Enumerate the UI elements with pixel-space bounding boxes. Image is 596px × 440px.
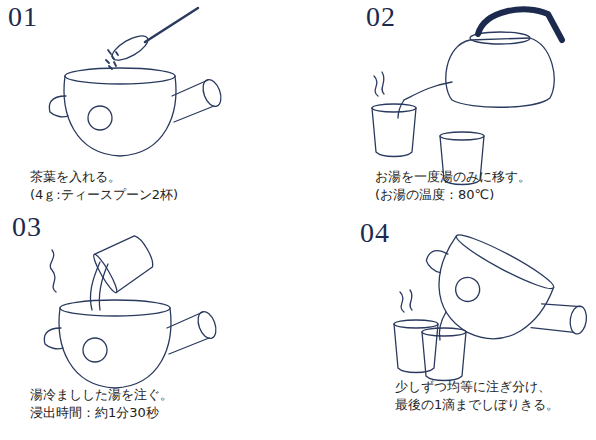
steam-3 bbox=[50, 250, 56, 292]
step-caption: (お湯の温度：80℃) bbox=[375, 186, 494, 203]
step-number: 01 bbox=[8, 2, 38, 32]
cup-4a bbox=[394, 320, 438, 373]
step-caption: (4ｇ:ティースプーン2杯) bbox=[30, 186, 178, 203]
pour-stream-3 bbox=[90, 262, 108, 310]
step-number: 04 bbox=[360, 218, 390, 248]
step-caption: お湯を一度湯のみに移す。 bbox=[375, 168, 531, 185]
cup-4b bbox=[422, 328, 466, 381]
spoon bbox=[145, 8, 198, 42]
step-caption: 最後の1滴までしぼりきる。 bbox=[395, 396, 559, 413]
step-caption: 少しずつ均等に注ぎ分け、 bbox=[395, 378, 551, 395]
step-caption: 浸出時間：約1分30秒 bbox=[30, 404, 159, 421]
teapot-4 bbox=[405, 222, 596, 382]
steam-2 bbox=[374, 72, 384, 96]
teapot-3 bbox=[44, 300, 219, 388]
kettle-body bbox=[446, 38, 554, 107]
step-caption: 茶葉を入れる。 bbox=[30, 168, 121, 185]
steam-4 bbox=[400, 290, 412, 312]
step-number: 03 bbox=[12, 212, 42, 242]
step-number: 02 bbox=[366, 2, 396, 32]
kettle-spout bbox=[404, 82, 452, 100]
spoon-bowl bbox=[109, 31, 152, 65]
hot-water-stream bbox=[398, 100, 404, 118]
kettle-handle bbox=[478, 9, 562, 40]
cup-2a bbox=[372, 104, 416, 157]
step-caption: 湯冷ましした湯を注ぐ。 bbox=[30, 386, 173, 403]
tea-leaves bbox=[106, 50, 118, 69]
teapot-1 bbox=[49, 68, 224, 156]
